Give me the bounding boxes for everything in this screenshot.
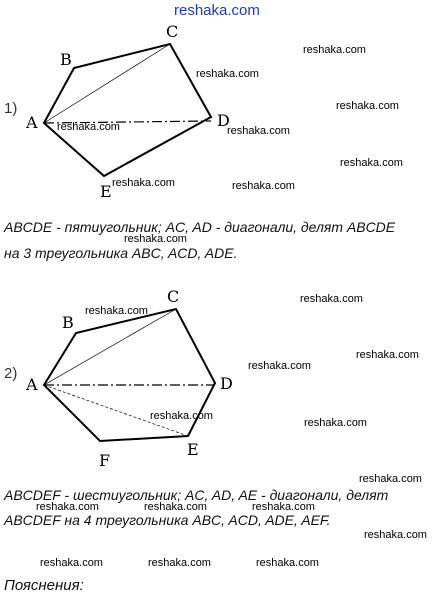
figure-2-hexagon (42, 307, 217, 443)
watermark: reshaka.com (40, 557, 103, 569)
watermark: reshaka.com (252, 501, 315, 513)
watermark: reshaka.com (336, 100, 399, 112)
figure-2-caption-line-2: ABCDEF на 4 треугольника ABC, ACD, ADE, … (4, 512, 331, 528)
figure-1-number: 1) (4, 100, 18, 117)
vertex-label-a: A (26, 113, 38, 132)
hexagon-abcdef-outline (42, 307, 217, 443)
vertex-label-e-2: E (187, 440, 199, 459)
vertex-label-d: D (217, 111, 230, 130)
watermark: reshaka.com (256, 557, 319, 569)
vertex-label-b-2: B (62, 313, 74, 332)
watermark: reshaka.com (227, 125, 290, 137)
watermark: reshaka.com (300, 293, 363, 305)
watermark: reshaka.com (57, 121, 120, 133)
vertex-label-b: B (60, 50, 72, 69)
diagonal-ae (43, 384, 189, 437)
explanation-heading: Пояснения: (4, 577, 84, 594)
diagonal-ad (43, 120, 212, 124)
vertex-label-d-2: D (220, 374, 233, 393)
watermark: reshaka.com (112, 177, 175, 189)
vertex-label-c-2: C (167, 287, 180, 306)
watermark: reshaka.com (303, 44, 366, 56)
watermark: reshaka.com (364, 529, 427, 541)
watermark: reshaka.com (124, 233, 187, 245)
watermark: reshaka.com (150, 410, 213, 422)
vertex-label-a-2: A (26, 375, 38, 394)
watermark: reshaka.com (340, 157, 403, 169)
vertex-label-f-2: F (99, 451, 111, 470)
watermark: reshaka.com (232, 180, 295, 192)
site-title[interactable]: reshaka.com (174, 2, 260, 19)
watermark: reshaka.com (85, 305, 148, 317)
watermark: reshaka.com (36, 501, 99, 513)
watermark: reshaka.com (144, 501, 207, 513)
figure-1-caption-line-2: на 3 треугольника ABC, ACD, ADE. (4, 245, 238, 261)
vertex-label-c: C (166, 22, 179, 41)
diagonal-ac (43, 43, 171, 124)
watermark: reshaka.com (148, 557, 211, 569)
vertex-label-e: E (100, 182, 112, 201)
watermark: reshaka.com (196, 68, 259, 80)
watermark: reshaka.com (356, 349, 419, 361)
watermark: reshaka.com (359, 473, 422, 485)
watermark: reshaka.com (248, 360, 311, 372)
figure-1-caption-line-1: ABCDE - пятиугольник; AC, AD - диагонали… (4, 219, 396, 235)
pentagon-abcde-outline (42, 42, 213, 178)
figure-2-number: 2) (4, 365, 18, 382)
watermark: reshaka.com (304, 417, 367, 429)
figure-2-caption-line-1: ABCDEF - шестиугольник; AC, AD, AE - диа… (4, 487, 389, 503)
diagonal-ac-2 (43, 308, 177, 386)
